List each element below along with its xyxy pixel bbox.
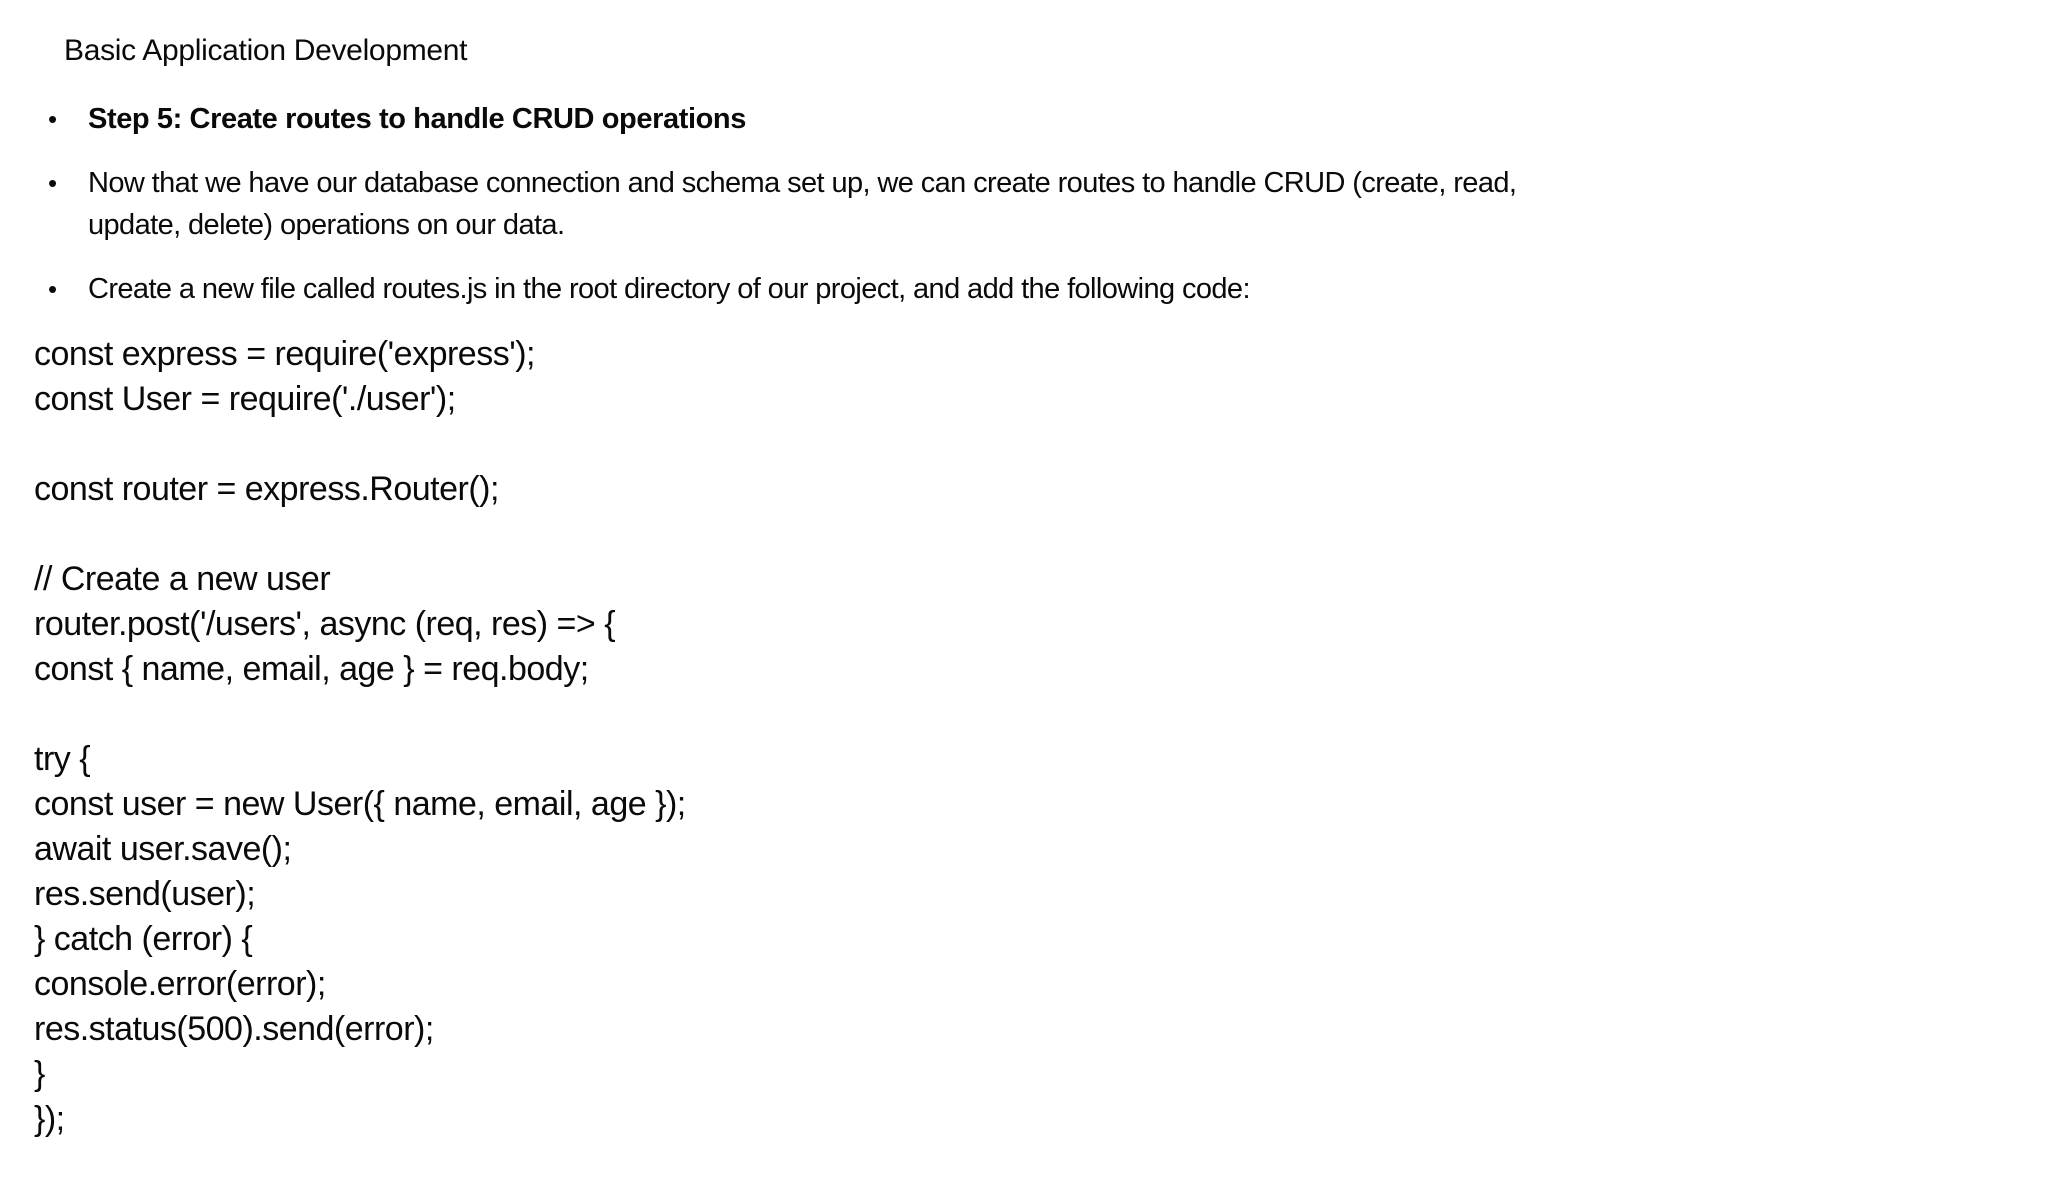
slide: Basic Application Development • Step 5: … [0, 34, 2048, 1186]
bullet-item-instruction: • Create a new file called routes.js in … [44, 268, 2048, 310]
code-block: const express = require('express'); cons… [34, 335, 686, 1138]
bullet-list: • Step 5: Create routes to handle CRUD o… [44, 98, 2048, 310]
bullet-marker-icon: • [48, 274, 57, 304]
bullet-text-instruction: Create a new file called routes.js in th… [88, 273, 1251, 305]
bullet-marker-icon: • [48, 104, 57, 134]
page-title: Basic Application Development [64, 34, 468, 67]
bullet-marker-icon: • [48, 168, 57, 198]
bullet-item-step-heading: • Step 5: Create routes to handle CRUD o… [44, 98, 2048, 140]
bullet-item-description: • Now that we have our database connecti… [44, 162, 2048, 246]
bullet-text-description: Now that we have our database connection… [88, 167, 1517, 241]
bullet-text-step-heading: Step 5: Create routes to handle CRUD ope… [88, 103, 746, 135]
